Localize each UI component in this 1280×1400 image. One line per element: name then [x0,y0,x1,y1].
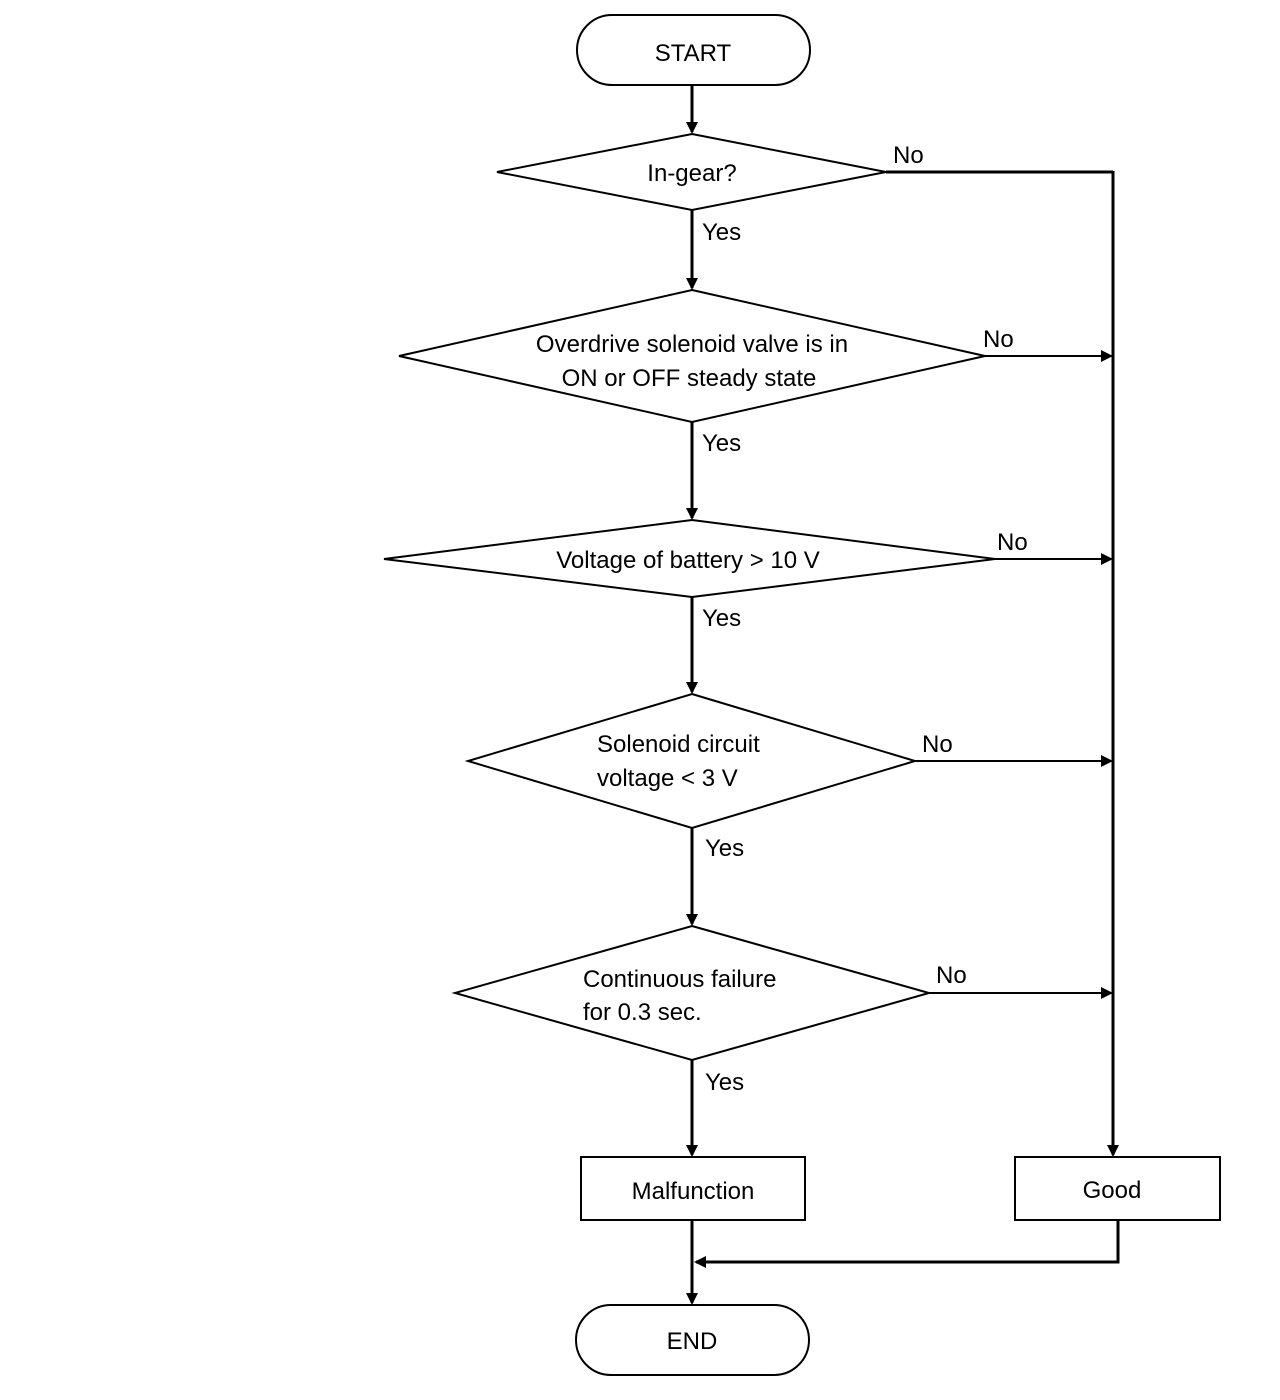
malfunction-box: Malfunction [580,1156,806,1221]
decision-failure-text-line1: Continuous failure [583,966,776,993]
decision-continuous-failure: Continuous failure for 0.3 sec. [451,924,933,1062]
start-label: START [655,40,732,67]
decision-in-gear: In-gear? [496,132,887,212]
good-label: Good [1083,1177,1142,1204]
decision-in-gear-text: In-gear? [647,160,736,187]
malfunction-label: Malfunction [632,1178,755,1205]
decision-battery-voltage: Voltage of battery > 10 V [383,518,996,599]
yes-label-2: Yes [702,430,741,457]
no-label-5: No [936,962,967,989]
end-terminator: END [575,1304,810,1376]
decision-overdrive-text-line2: ON or OFF steady state [562,365,817,392]
decision-battery-text: Voltage of battery > 10 V [556,547,820,574]
no-label-2: No [983,326,1014,353]
yes-label-1: Yes [702,219,741,246]
decision-overdrive-text-line1: Overdrive solenoid valve is in [536,331,848,358]
decision-solenoid-circuit: Solenoid circuit voltage < 3 V [464,692,919,830]
good-box: Good [1014,1156,1221,1221]
decision-solenoid-text-line2: voltage < 3 V [597,765,738,792]
no-label-4: No [922,731,953,758]
start-terminator: START [576,14,811,86]
yes-label-4: Yes [705,835,744,862]
no-label-1: No [893,142,924,169]
yes-label-5: Yes [705,1069,744,1096]
no-label-3: No [997,529,1028,556]
yes-label-3: Yes [702,605,741,632]
decision-solenoid-text-line1: Solenoid circuit [597,731,760,758]
decision-failure-text-line2: for 0.3 sec. [583,999,702,1026]
decision-overdrive-solenoid: Overdrive solenoid valve is in ON or OFF… [398,288,986,424]
connector-good-to-end [694,1220,1120,1268]
end-label: END [667,1328,718,1355]
